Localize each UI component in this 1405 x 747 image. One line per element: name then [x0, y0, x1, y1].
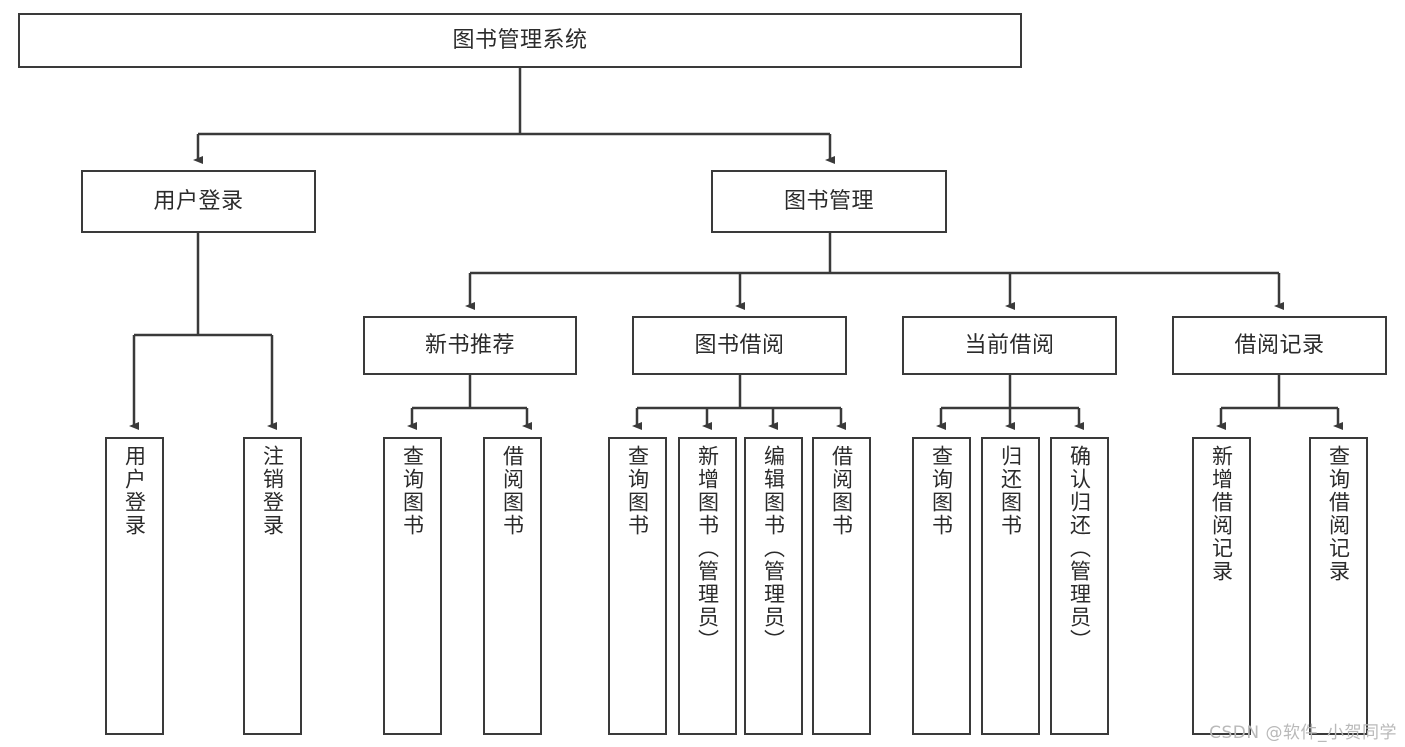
- node-book-management[interactable]: 图书管理: [711, 170, 947, 233]
- node-label: 新增图书（管理员）: [695, 445, 720, 652]
- leaf-record-add-record[interactable]: 新增借阅记录: [1192, 437, 1251, 735]
- node-label: 用户登录: [153, 188, 244, 214]
- leaf-current-return-book[interactable]: 归还图书: [981, 437, 1040, 735]
- node-label: 新增借阅记录: [1209, 445, 1234, 583]
- node-label: 图书管理系统: [452, 27, 588, 53]
- leaf-recommend-query-book[interactable]: 查询图书: [383, 437, 442, 735]
- leaf-recommend-borrow-book[interactable]: 借阅图书: [483, 437, 542, 735]
- node-label: 借阅图书: [829, 445, 854, 537]
- node-label: 借阅图书: [500, 445, 525, 537]
- node-label: 新书推荐: [424, 332, 515, 358]
- leaf-borrow-add-book[interactable]: 新增图书（管理员）: [678, 437, 737, 735]
- node-label: 图书借阅: [694, 332, 785, 358]
- node-label: 图书管理: [783, 188, 874, 214]
- node-current-borrow[interactable]: 当前借阅: [902, 316, 1117, 375]
- node-borrow-record[interactable]: 借阅记录: [1172, 316, 1387, 375]
- node-label: 当前借阅: [964, 332, 1055, 358]
- leaf-borrow-borrow-book[interactable]: 借阅图书: [812, 437, 871, 735]
- node-label: 注销登录: [260, 445, 285, 537]
- node-label: 查询图书: [929, 445, 954, 537]
- leaf-current-query-book[interactable]: 查询图书: [912, 437, 971, 735]
- leaf-borrow-query-book[interactable]: 查询图书: [608, 437, 667, 735]
- node-label: 借阅记录: [1234, 332, 1325, 358]
- leaf-borrow-edit-book[interactable]: 编辑图书（管理员）: [744, 437, 803, 735]
- leaf-record-query-record[interactable]: 查询借阅记录: [1309, 437, 1368, 735]
- node-label: 归还图书: [998, 445, 1023, 537]
- node-label: 查询图书: [400, 445, 425, 537]
- node-label: 确认归还（管理员）: [1067, 445, 1092, 652]
- node-label: 查询借阅记录: [1326, 445, 1351, 583]
- node-user-login[interactable]: 用户登录: [81, 170, 316, 233]
- node-label: 查询图书: [625, 445, 650, 537]
- watermark-text: CSDN @软件_小贺同学: [1209, 723, 1397, 743]
- leaf-user-login-signout[interactable]: 注销登录: [243, 437, 302, 735]
- node-label: 编辑图书（管理员）: [761, 445, 786, 652]
- node-label: 用户登录: [122, 445, 147, 537]
- leaf-current-confirm-return[interactable]: 确认归还（管理员）: [1050, 437, 1109, 735]
- leaf-user-login-signin[interactable]: 用户登录: [105, 437, 164, 735]
- node-new-book-recommend[interactable]: 新书推荐: [363, 316, 577, 375]
- node-book-borrow[interactable]: 图书借阅: [632, 316, 847, 375]
- node-root-system[interactable]: 图书管理系统: [18, 13, 1022, 68]
